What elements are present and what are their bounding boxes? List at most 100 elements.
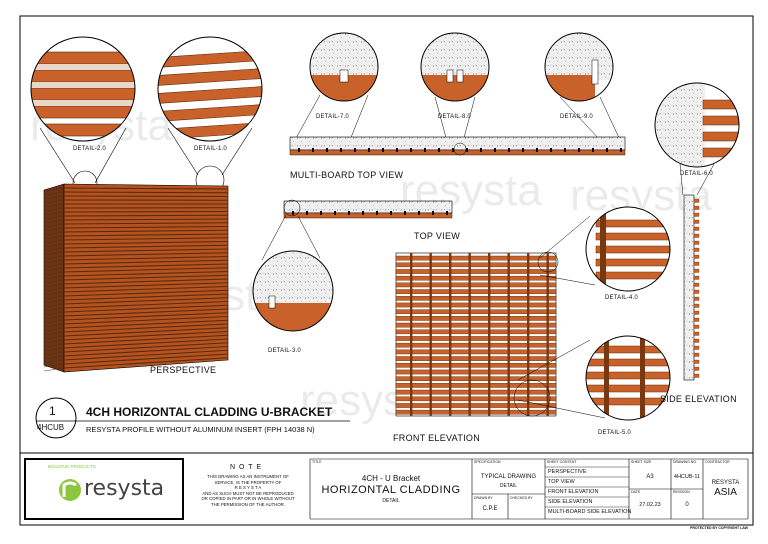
slat-edge: [43, 255, 65, 260]
clip-mark: [320, 211, 322, 215]
title-line-1: 4CH - U Bracket: [361, 474, 421, 483]
slat-line: [63, 293, 229, 301]
board-end: [693, 226, 700, 231]
board: [395, 369, 557, 375]
multi-board-top-view: [289, 136, 626, 156]
slat-edge: [43, 211, 65, 216]
sheet-item: MULTI-BOARD SIDE ELEVATION: [548, 509, 632, 515]
board: [395, 316, 557, 321]
clip-mark: [620, 148, 622, 152]
logo-tagline: BUILDING PRODUCTS: [48, 464, 96, 469]
detail-8-label: DETAIL-8.0: [438, 114, 471, 120]
clip-mark: [404, 211, 406, 215]
board-end: [693, 366, 700, 371]
slat-line: [63, 229, 229, 233]
detail-4-bubble: [585, 206, 671, 292]
detail-5-label: DETAIL-5.0: [598, 430, 631, 436]
slat-edge: [43, 315, 65, 320]
board-end: [693, 275, 700, 280]
slat-edge: [43, 367, 65, 372]
slat-edge: [43, 215, 65, 220]
slat-edge: [43, 291, 65, 296]
slat-edge: [43, 319, 65, 324]
board-end: [693, 282, 700, 287]
board-end: [693, 324, 700, 329]
board: [395, 309, 557, 315]
board: [395, 342, 557, 348]
board: [395, 363, 557, 368]
board-end: [693, 198, 700, 203]
board-end: [693, 352, 700, 357]
sheet-item: PERSPECTIVE: [548, 469, 587, 475]
clip-mark: [348, 211, 350, 215]
board: [395, 336, 557, 341]
slat-edge: [43, 219, 65, 224]
rail: [468, 253, 471, 416]
clip-mark: [340, 148, 342, 152]
clip-mark: [376, 211, 378, 215]
detail-9-bubble: [544, 32, 614, 102]
slat-line: [63, 353, 229, 365]
sheet-item: TOP VIEW: [548, 479, 575, 485]
slat-line: [63, 282, 229, 289]
view-label-top: TOP VIEW: [414, 231, 461, 241]
revision-header: REVISION: [673, 490, 690, 494]
detail-5-bubble: [585, 335, 671, 421]
title-line-2: HORIZONTAL CLADDING: [321, 484, 461, 496]
drawing-number: 1: [49, 404, 56, 418]
slat-edge: [43, 363, 65, 368]
slat-edge: [43, 227, 65, 232]
clip-mark: [396, 148, 398, 152]
board-end: [693, 240, 700, 245]
clip-mark: [452, 148, 454, 152]
rail: [410, 253, 413, 416]
clip-mark: [418, 211, 420, 215]
resysta-logo-mark: [59, 479, 81, 501]
clip-mark: [592, 148, 594, 152]
clip-mark: [382, 148, 384, 152]
board: [395, 302, 557, 308]
slat-line: [63, 267, 229, 273]
rail: [507, 253, 510, 416]
board: [395, 403, 557, 408]
top-view-drawing: [261, 199, 453, 261]
slat-edge: [43, 203, 65, 208]
spec-line-2: DETAIL: [499, 483, 518, 489]
checked-by-header: CHECKED BY: [510, 496, 533, 500]
board-end: [693, 247, 700, 252]
rail: [527, 253, 530, 416]
slat-line: [63, 319, 229, 329]
slat-edge: [43, 359, 65, 364]
slat-edge: [43, 259, 65, 264]
slat-edge: [43, 323, 65, 328]
side-elevation-drawing: [683, 194, 700, 381]
slat-edge: [43, 311, 65, 316]
slat-edge: [43, 351, 65, 356]
note-text: THIS DRAWING AS AN INSTRUMENT OF SERVICE…: [201, 474, 295, 507]
slat-line: [63, 244, 229, 249]
board: [395, 383, 557, 388]
slat-line: [63, 222, 229, 225]
slat-edge: [43, 239, 65, 244]
drawn-by-header: DRAWN BY: [474, 496, 493, 500]
clip-mark: [306, 211, 308, 215]
board-end: [693, 373, 700, 378]
view-label-multi-board-top: MULTI-BOARD TOP VIEW: [290, 170, 404, 180]
revision-value: 0: [685, 502, 689, 508]
slat-edge: [43, 191, 65, 196]
title-block: [19, 452, 754, 526]
board-end: [693, 212, 700, 217]
slat-line: [63, 233, 229, 237]
slat-line: [63, 252, 229, 257]
rail: [488, 253, 491, 416]
slat-line: [63, 248, 229, 253]
slat-line: [63, 315, 229, 325]
slat-line: [63, 255, 229, 261]
slat-line: [63, 191, 229, 194]
board-end: [693, 338, 700, 343]
slat-line: [63, 278, 229, 285]
slat-line: [63, 327, 229, 337]
slat-edge: [43, 275, 65, 280]
slat-edge: [43, 339, 65, 344]
slat-edge: [43, 247, 65, 252]
